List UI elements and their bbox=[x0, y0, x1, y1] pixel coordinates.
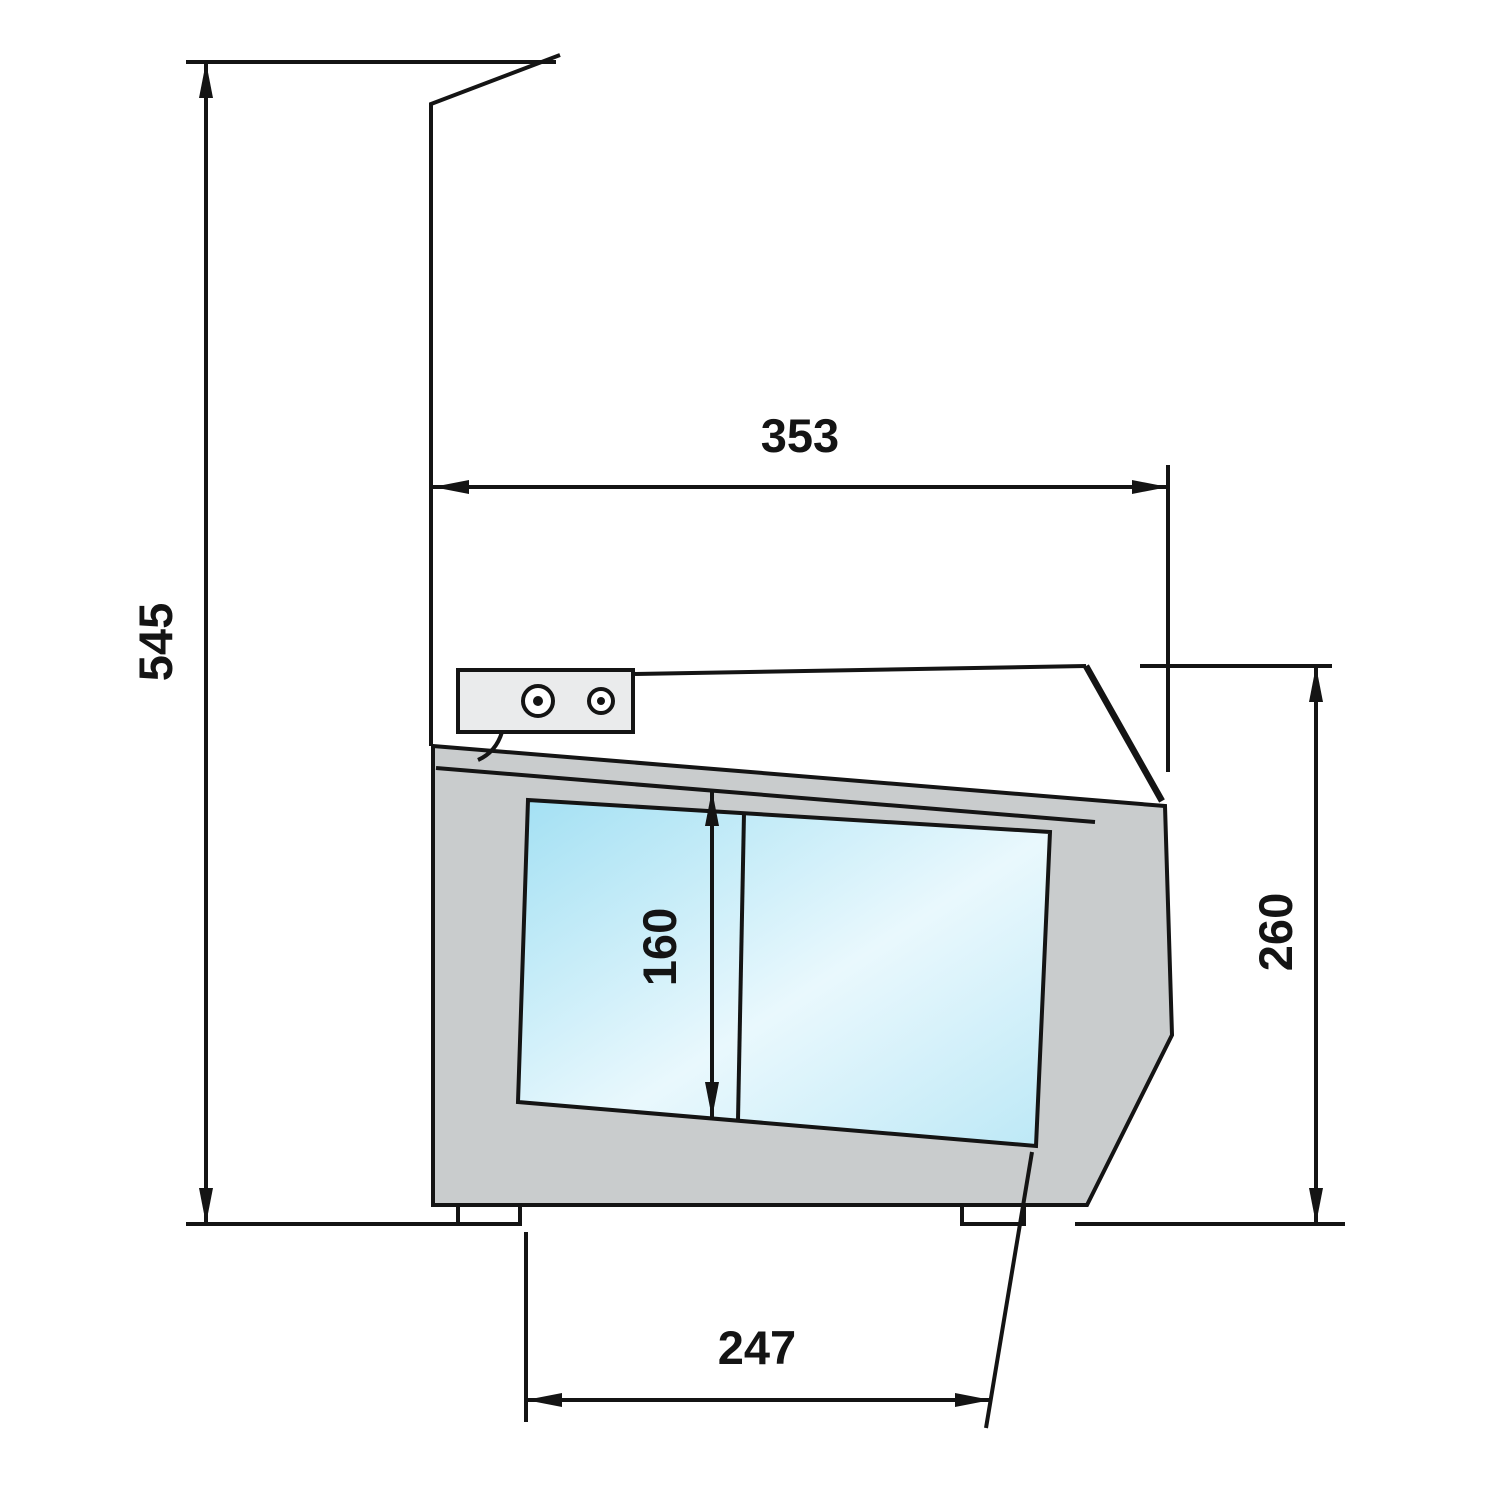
dimension-inner-depth: 160 bbox=[633, 790, 719, 1118]
guard-top-glass bbox=[631, 664, 1087, 676]
control-knob-dot-icon bbox=[533, 696, 543, 706]
glass-window bbox=[515, 797, 1053, 1149]
extension-line-right-slanted bbox=[984, 1151, 1034, 1429]
guard-front-glass bbox=[1083, 664, 1165, 803]
control-cable-line bbox=[477, 731, 504, 762]
dim-label-353: 353 bbox=[761, 409, 839, 462]
display-case-unit bbox=[429, 53, 1175, 1226]
dim-label-260: 260 bbox=[1249, 893, 1302, 971]
dim-label-545: 545 bbox=[129, 603, 182, 681]
back-panel-outline bbox=[429, 53, 561, 746]
control-knob-dot-icon bbox=[597, 697, 605, 705]
foot-right bbox=[960, 1203, 1026, 1226]
glass-divider-line bbox=[736, 812, 746, 1121]
dimension-front-height: 260 bbox=[1075, 664, 1345, 1226]
dimension-base-depth: 247 bbox=[524, 1151, 1034, 1429]
dim-label-160: 160 bbox=[633, 908, 686, 986]
dim-label-247: 247 bbox=[718, 1321, 796, 1374]
dimension-top-depth: 353 bbox=[433, 409, 1170, 772]
lid-line bbox=[435, 766, 1096, 824]
foot-left bbox=[456, 1203, 522, 1226]
dimension-total-height: 545 bbox=[129, 60, 556, 1226]
